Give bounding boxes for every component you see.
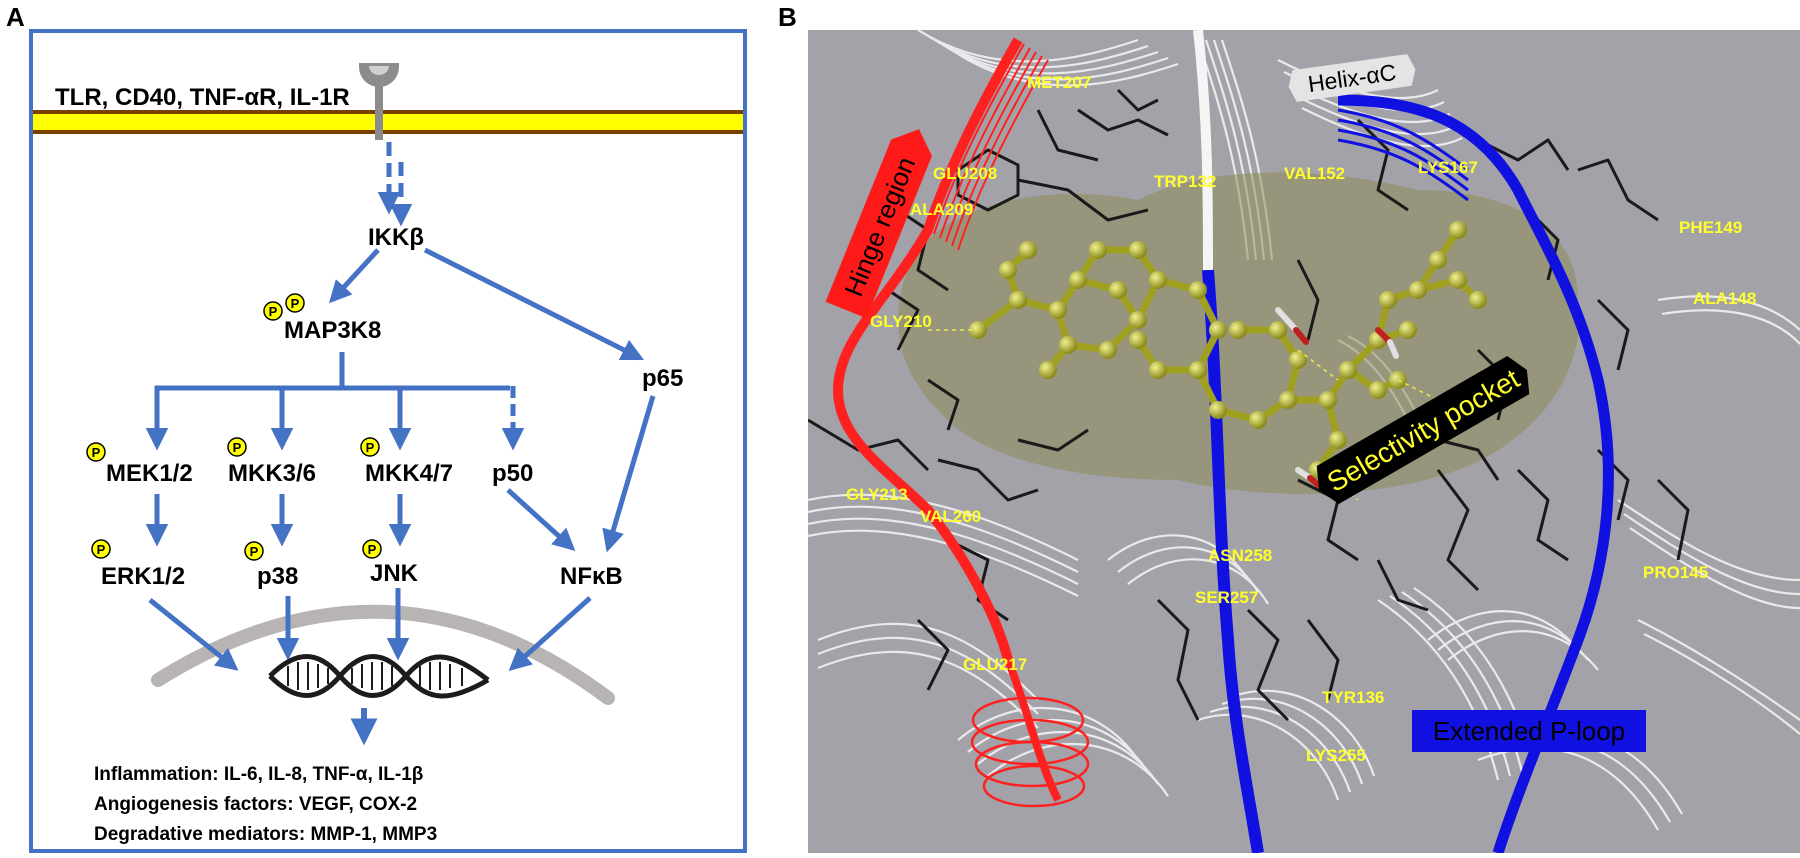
output-inflammation: Inflammation: IL-6, IL-8, TNF-α, IL-1β <box>94 764 423 785</box>
svg-text:P: P <box>250 544 259 559</box>
protein-structure-render: Hinge region Helix-αC Selectivity pocket… <box>808 30 1800 853</box>
residue-lys167: LYS167 <box>1418 158 1478 177</box>
residue-tyr136: TYR136 <box>1322 688 1384 707</box>
svg-text:P: P <box>366 440 375 455</box>
node-p38: p38 <box>257 563 298 590</box>
arrow-nfkb-dna <box>508 596 592 672</box>
phospho-badge-map3k8: P P <box>263 293 305 321</box>
extended-ploop-tag: Extended P-loop <box>1412 710 1646 752</box>
residue-lys255: LYS255 <box>1306 746 1366 765</box>
node-p65: p65 <box>642 365 683 392</box>
node-ikkb: IKKβ <box>368 224 424 251</box>
residue-labels: MET207 GLU208 ALA209 TRP132 VAL152 LYS16… <box>846 73 1756 765</box>
node-jnk: JNK <box>370 560 419 587</box>
cell-membrane <box>33 110 743 134</box>
ligand-molecule <box>928 221 1487 501</box>
node-mkk36: MKK3/6 <box>228 460 316 487</box>
output-degradative: Degradative mediators: MMP-1, MMP3 <box>94 824 437 845</box>
residue-ala148: ALA148 <box>1693 289 1756 308</box>
svg-text:P: P <box>269 304 278 319</box>
node-erk12: ERK1/2 <box>101 563 185 590</box>
residue-asn258: ASN258 <box>1208 546 1272 565</box>
map3k8-branch <box>145 352 525 451</box>
arrow-p50-nfkb <box>506 488 576 552</box>
svg-text:Extended P-loop: Extended P-loop <box>1433 716 1625 746</box>
svg-text:P: P <box>291 296 300 311</box>
residue-gly213: GLY213 <box>846 485 908 504</box>
residue-phe149: PHE149 <box>1679 218 1742 237</box>
node-nfkb: NFκB <box>560 563 623 590</box>
residue-ser257: SER257 <box>1195 588 1258 607</box>
node-map3k8: MAP3K8 <box>284 317 381 344</box>
phospho-badge-mkk36: P <box>227 437 247 457</box>
residue-val152: VAL152 <box>1284 164 1345 183</box>
residue-pro145: PRO145 <box>1643 563 1708 582</box>
residue-met207: MET207 <box>1027 73 1091 92</box>
receptor-icon <box>359 63 399 140</box>
phospho-badge-jnk: P <box>362 539 382 559</box>
receptor-label: TLR, CD40, TNF-αR, IL-1R <box>55 84 350 111</box>
output-angiogenesis: Angiogenesis factors: VEGF, COX-2 <box>94 794 417 815</box>
node-mek12: MEK1/2 <box>106 460 193 487</box>
phospho-badge-mkk47: P <box>360 437 380 457</box>
residue-val260: VAL260 <box>920 507 981 526</box>
residue-trp132: TRP132 <box>1154 172 1216 191</box>
node-mkk47: MKK4/7 <box>365 460 453 487</box>
node-p50: p50 <box>492 460 533 487</box>
cell-frame <box>29 29 747 853</box>
panel-a: A TLR, CD40, TNF-αR, IL-1R IKKβ <box>0 0 760 853</box>
residue-sticks <box>808 88 1690 722</box>
svg-text:P: P <box>368 542 377 557</box>
nuclear-membrane <box>151 604 615 705</box>
panel-letter-a: A <box>6 2 25 32</box>
panel-b: B <box>778 0 1800 853</box>
arrow-ikkb-p65 <box>423 247 645 361</box>
residue-glu208: GLU208 <box>933 164 997 183</box>
phospho-badge-p38: P <box>244 541 264 561</box>
residue-gly210: GLY210 <box>870 312 932 331</box>
svg-text:P: P <box>233 440 242 455</box>
phospho-badge-mek: P <box>86 442 106 462</box>
white-strand <box>1193 30 1213 271</box>
arrow-ikkb-map3k8 <box>328 248 380 304</box>
phospho-badge-erk: P <box>91 539 111 559</box>
panel-letter-b: B <box>778 2 797 32</box>
residue-glu217: GLU217 <box>963 655 1027 674</box>
arrow-p65-nfkb <box>602 395 656 553</box>
svg-text:P: P <box>92 445 101 460</box>
arrow-erk-dna <box>148 598 239 671</box>
dna-helix-icon <box>268 654 490 699</box>
signaling-pathway-diagram: TLR, CD40, TNF-αR, IL-1R IKKβ P P MAP3K8… <box>29 29 747 853</box>
svg-text:P: P <box>97 542 106 557</box>
hinge-ribbon <box>832 37 1090 808</box>
residue-ala209: ALA209 <box>910 200 973 219</box>
